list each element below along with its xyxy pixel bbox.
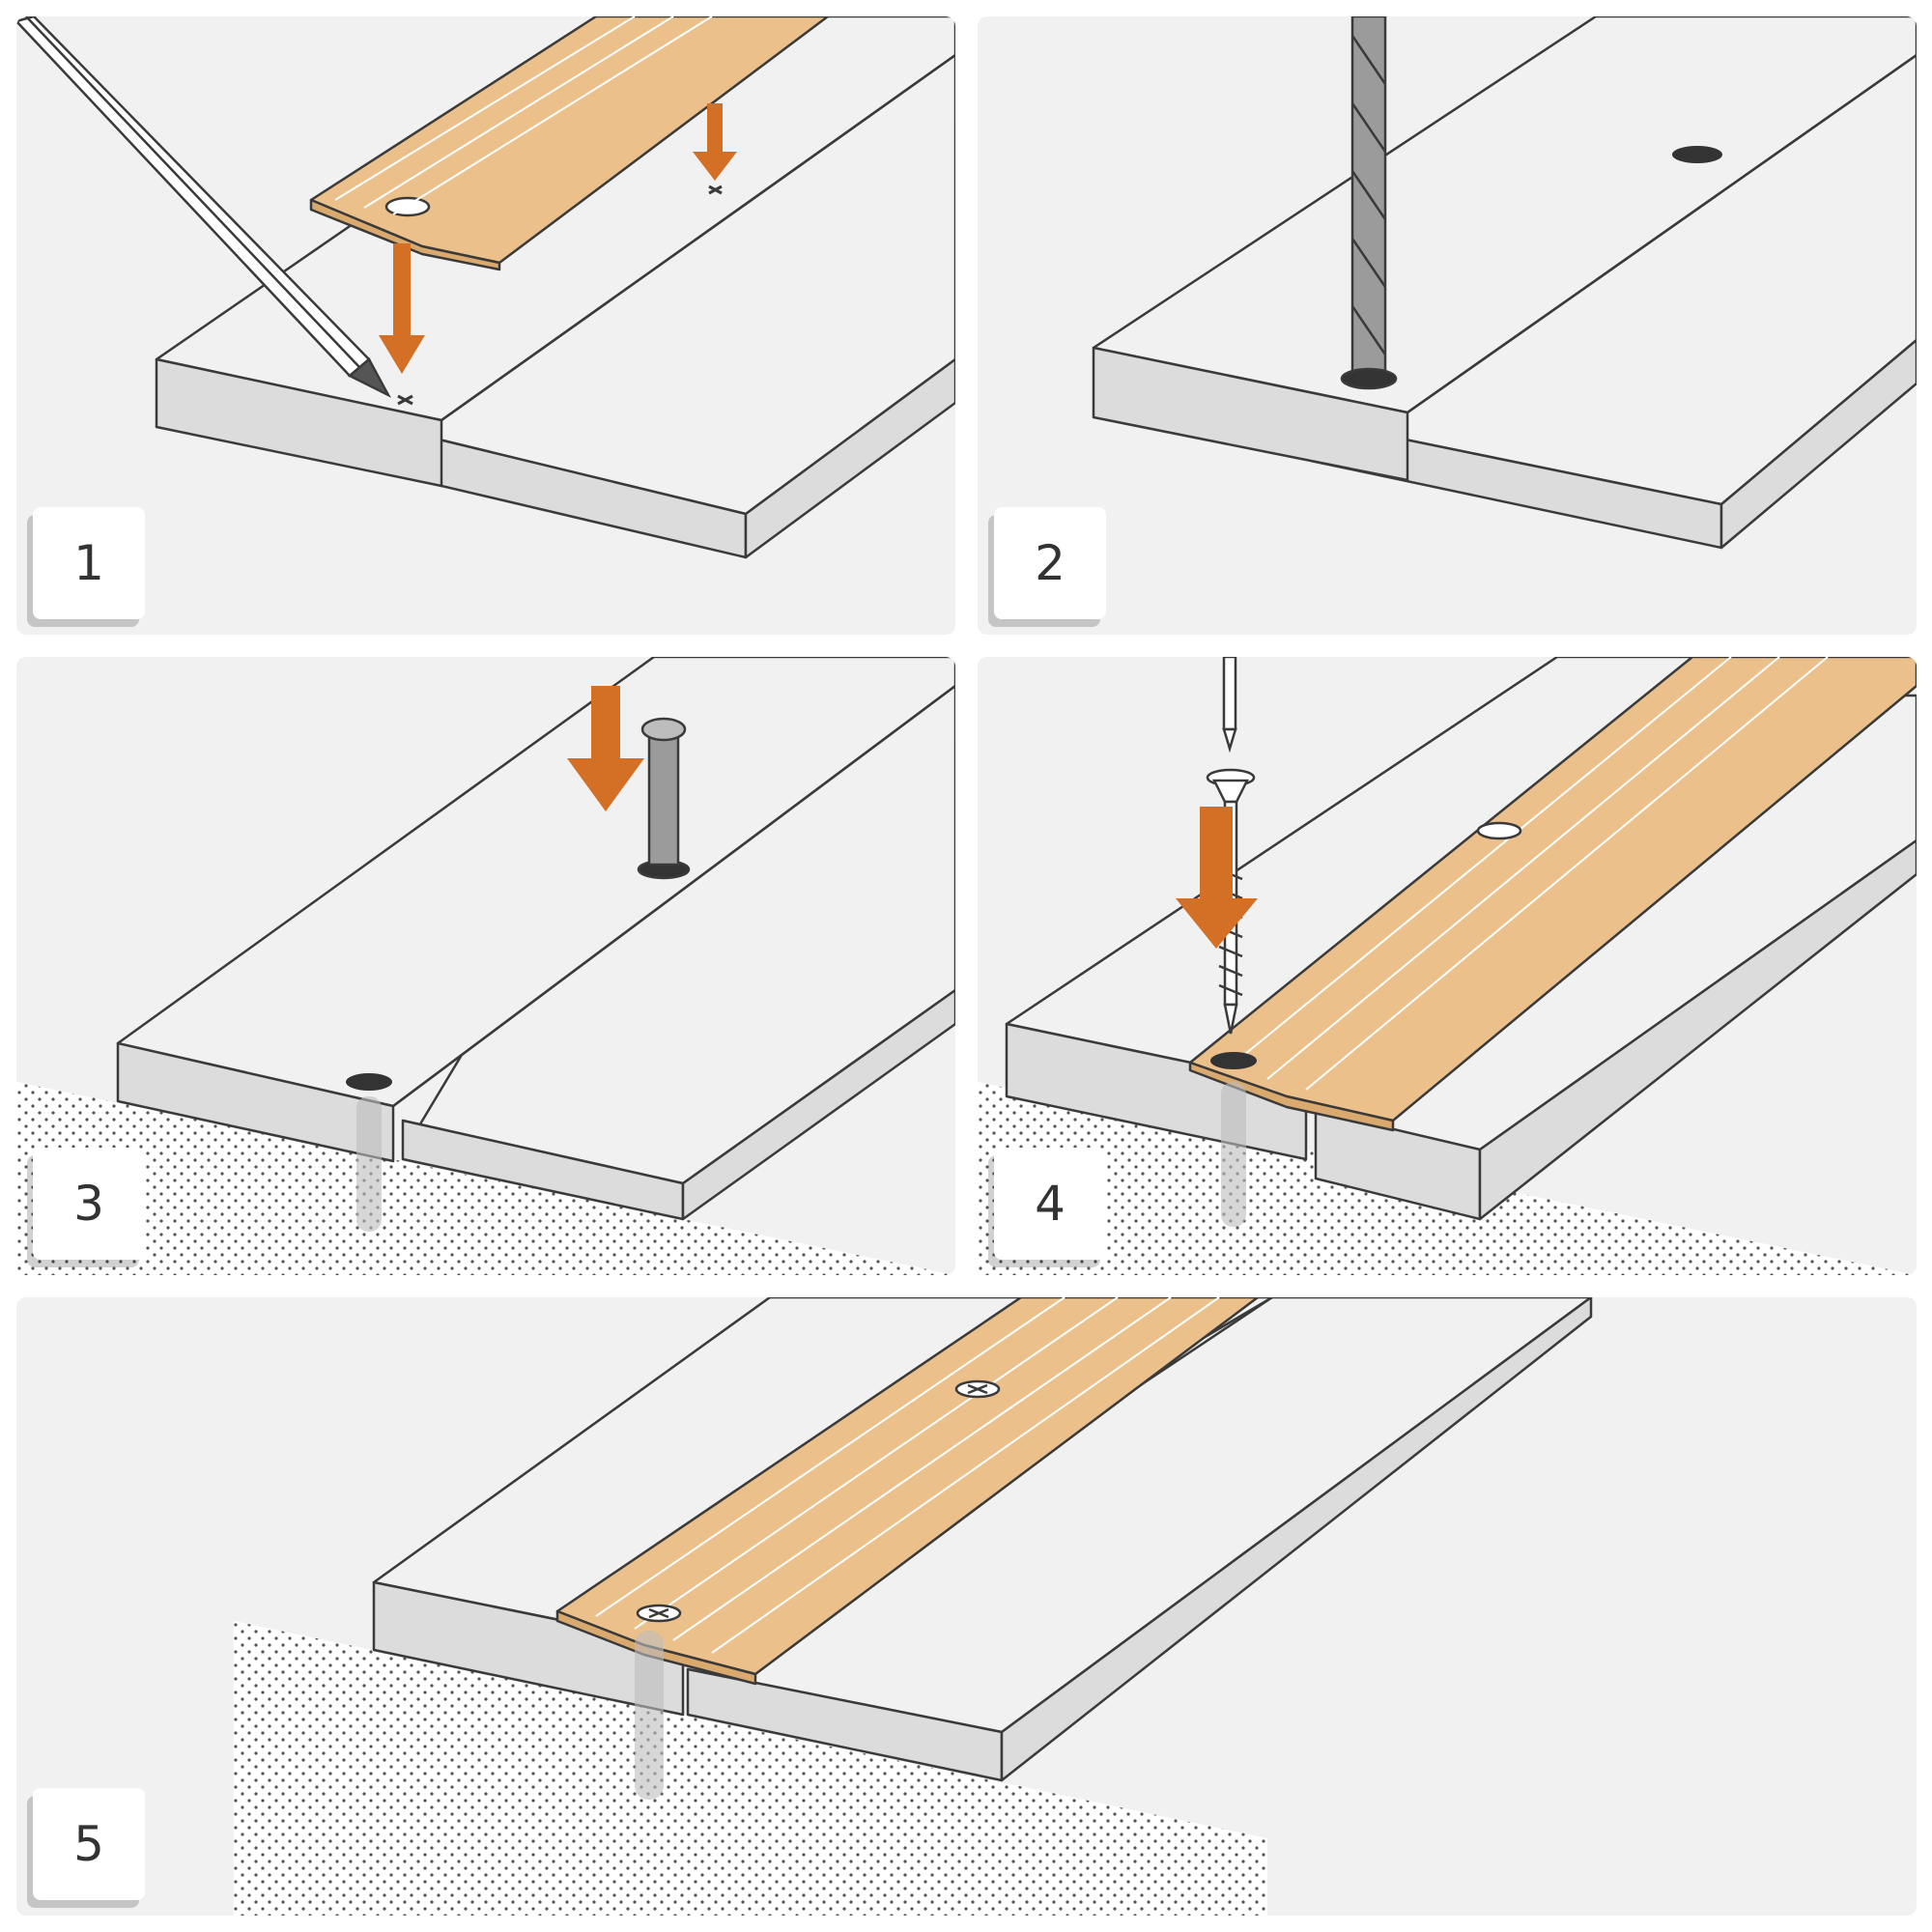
aluminium-profile bbox=[555, 1297, 1260, 1686]
step-2-number: 2 bbox=[994, 507, 1106, 619]
step-3-illustration bbox=[16, 657, 955, 1275]
step-2-illustration bbox=[1092, 16, 1917, 550]
drilled-hole bbox=[1672, 146, 1722, 163]
step-4-panel: 4 bbox=[978, 657, 1917, 1275]
wall-plug-icon bbox=[637, 717, 691, 880]
aluminium-profile bbox=[309, 16, 830, 271]
step-1-panel: 1 bbox=[16, 16, 955, 635]
mark-cross-icon bbox=[397, 185, 723, 406]
arrow-down-icon bbox=[1176, 807, 1258, 949]
step-2-panel: 2 bbox=[978, 16, 1917, 635]
step-5-panel: 5 bbox=[16, 1297, 1917, 1916]
step-3-panel: 3 bbox=[16, 657, 955, 1275]
pencil-icon bbox=[16, 16, 391, 398]
aluminium-profile bbox=[1188, 657, 1917, 1132]
concrete-subfloor bbox=[234, 1621, 1267, 1916]
installed-screw bbox=[636, 1379, 1001, 1623]
step-1-illustration bbox=[16, 16, 955, 559]
step-5-number: 5 bbox=[33, 1788, 145, 1900]
step-4-illustration bbox=[978, 657, 1917, 1275]
drill-bit-icon bbox=[1340, 16, 1398, 390]
step-5-illustration bbox=[234, 1297, 1593, 1916]
step-3-number: 3 bbox=[33, 1148, 145, 1260]
arrow-down-icon bbox=[567, 686, 644, 811]
step-4-number: 4 bbox=[994, 1148, 1106, 1260]
step-1-number: 1 bbox=[33, 507, 145, 619]
arrow-down-icon bbox=[379, 103, 737, 374]
screwdriver-icon bbox=[1222, 657, 1237, 753]
